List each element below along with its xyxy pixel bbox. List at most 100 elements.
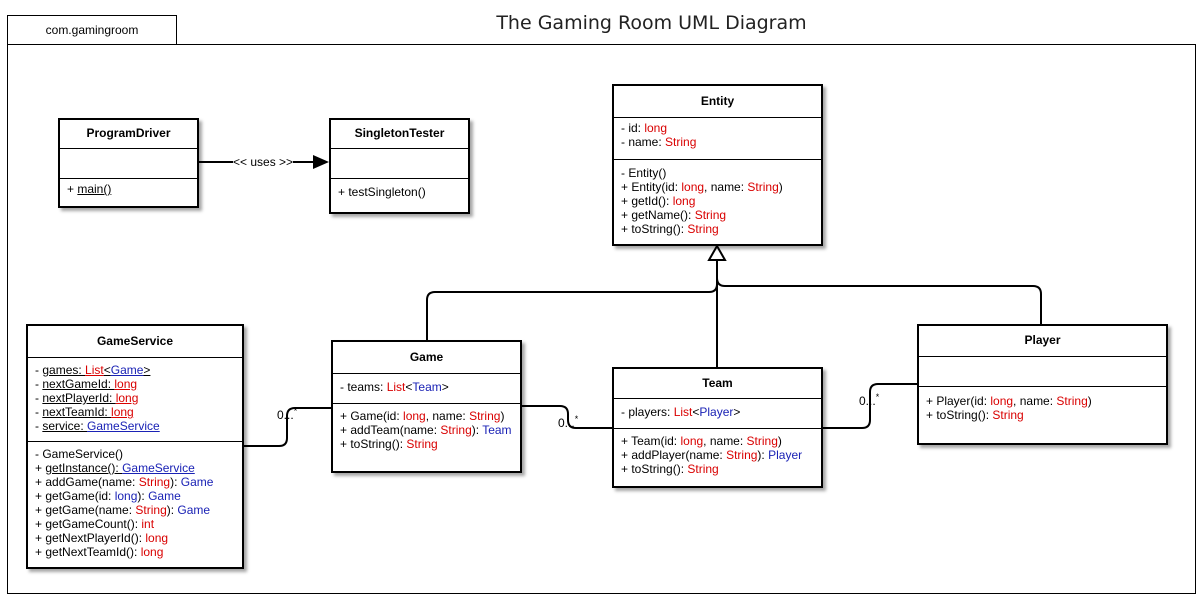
member-text: + getGameCount(): <box>35 517 142 531</box>
multiplicity-game-team: 0...* <box>558 414 579 430</box>
operation-row: + getGameCount(): int <box>35 517 235 531</box>
member-text: ) <box>1087 394 1092 408</box>
attributes-section <box>919 357 1166 387</box>
member-text: - <box>35 363 43 377</box>
member-text: + addGame(name: <box>35 475 139 489</box>
member-text: ): <box>757 448 769 462</box>
member-text: String <box>992 408 1024 422</box>
class-player[interactable]: Player + Player(id: long, name: String)+… <box>917 324 1168 445</box>
operation-row: - Entity() <box>621 166 814 180</box>
member-text: long <box>990 394 1014 408</box>
member-text: List <box>386 380 406 394</box>
member-text: Game <box>110 363 144 377</box>
member-text: < <box>103 363 111 377</box>
member-text: long <box>644 121 668 135</box>
operations-section: - GameService()+ getInstance(): GameServ… <box>28 442 242 562</box>
member-text: - Entity() <box>621 166 667 180</box>
package-frame <box>7 44 1196 594</box>
inheritance-triangle-icon <box>707 243 727 261</box>
attributes-section: - players: List<Player> <box>614 399 821 429</box>
member-text: String <box>687 222 719 236</box>
operation-row: + addTeam(name: String): Team <box>340 423 513 437</box>
class-singletontester[interactable]: SingletonTester + testSingleton() <box>329 118 470 214</box>
member-text: > <box>143 363 151 377</box>
member-text: - <box>35 377 43 391</box>
member-text: long <box>680 434 704 448</box>
class-team[interactable]: Team - players: List<Player> + Team(id: … <box>612 367 823 488</box>
member-text: - <box>35 419 43 433</box>
member-text: String <box>469 409 501 423</box>
class-programdriver[interactable]: ProgramDriver + main() <box>58 118 199 208</box>
player-inherits-entity-line <box>716 277 1042 325</box>
operation-row: + toString(): String <box>340 437 513 451</box>
member-text: + <box>35 461 46 475</box>
member-text: main() <box>77 182 112 196</box>
member-text: String <box>726 448 758 462</box>
member-text: Game <box>180 475 214 489</box>
member-text: List <box>673 405 693 419</box>
member-text: nextPlayerId: <box>42 391 116 405</box>
member-text: long <box>145 531 169 545</box>
member-text: List <box>85 363 104 377</box>
member-text: String <box>138 475 171 489</box>
member-text: ): <box>471 423 483 437</box>
attribute-row: - service: GameService <box>35 419 235 433</box>
operation-row: + toString(): String <box>621 222 814 236</box>
class-name: Game <box>333 342 520 374</box>
operation-row: + getId(): long <box>621 194 814 208</box>
multiplicity-team-player: 0...* <box>859 392 880 408</box>
multiplicity-gameservice-game: 0...* <box>277 406 298 422</box>
member-text: nextGameId: <box>42 377 115 391</box>
attributes-section: - games: List<Game> - nextGameId: long - n… <box>28 358 242 442</box>
operation-row: + toString(): String <box>621 462 814 476</box>
member-text: Player <box>699 405 734 419</box>
member-text: long <box>140 545 164 559</box>
attributes-section <box>60 149 197 179</box>
member-text: , name: <box>425 409 470 423</box>
operations-section: + Player(id: long, name: String)+ toStri… <box>919 387 1166 425</box>
member-text: long <box>114 377 138 391</box>
attributes-section: - teams: List<Team> <box>333 374 520 404</box>
member-text: + Team(id: <box>621 434 681 448</box>
member-text: ): <box>166 503 178 517</box>
member-text: > <box>733 405 741 419</box>
member-text: + Game(id: <box>340 409 404 423</box>
member-text: + toString(): <box>340 437 407 451</box>
member-text: Team <box>482 423 512 437</box>
game-inherits-entity-line <box>426 260 718 341</box>
operation-row: + Team(id: long, name: String) <box>621 434 814 448</box>
operation-row: + getName(): String <box>621 208 814 222</box>
member-text: - players: <box>621 405 674 419</box>
member-text: long <box>111 405 134 419</box>
operation-row: - GameService() <box>35 447 235 461</box>
class-name: ProgramDriver <box>60 120 197 149</box>
member-text: ) <box>500 409 505 423</box>
class-game[interactable]: Game - teams: List<Team> + Game(id: long… <box>331 340 522 473</box>
member-text: + Entity(id: <box>621 180 682 194</box>
member-text: ): <box>170 475 181 489</box>
operation-row: + addPlayer(name: String): Player <box>621 448 814 462</box>
member-text: long <box>114 489 138 503</box>
class-name: SingletonTester <box>331 120 468 149</box>
team-player-association <box>823 383 917 429</box>
member-text: String <box>687 462 719 476</box>
member-text: int <box>141 517 155 531</box>
member-text: + toString(): <box>621 462 688 476</box>
member-text: nextTeamId: <box>42 405 112 419</box>
class-name: GameService <box>28 326 242 358</box>
class-gameservice[interactable]: GameService - games: List<Game>- nextGam… <box>26 324 244 569</box>
member-text: GameService <box>122 461 195 475</box>
member-text: String <box>440 423 472 437</box>
member-text: + getId(): <box>621 194 673 208</box>
attribute-row: - teams: List<Team> <box>340 380 513 394</box>
class-entity[interactable]: Entity - id: long- name: String - Entity… <box>612 84 823 246</box>
game-team-association <box>522 405 612 429</box>
class-name: Player <box>919 326 1166 357</box>
operation-row: + getNextPlayerId(): long <box>35 531 235 545</box>
member-text: long <box>672 194 696 208</box>
member-text: games: <box>42 363 86 377</box>
member-text: String <box>694 208 727 222</box>
member-text: Player <box>768 448 803 462</box>
member-text: long <box>403 409 426 423</box>
member-text: < <box>692 405 700 419</box>
